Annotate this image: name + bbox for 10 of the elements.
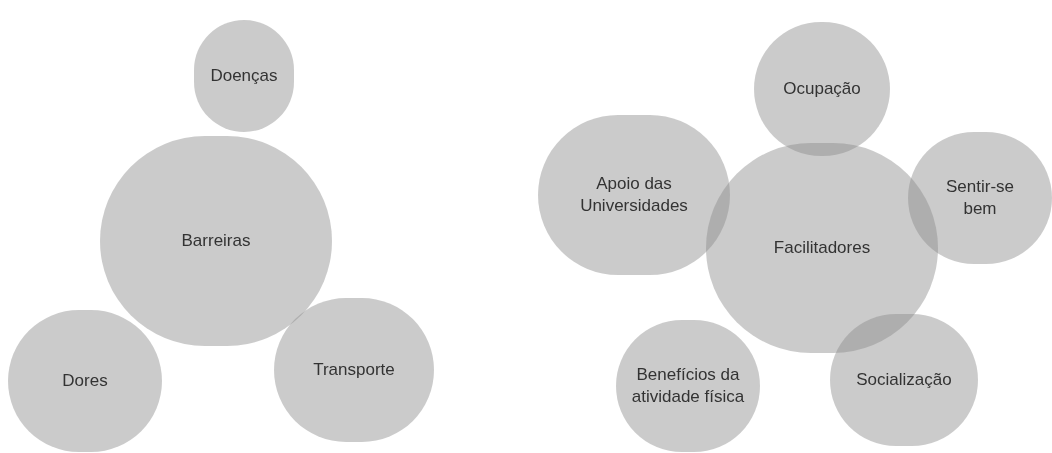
topic-label: Benefícios da atividade física [630,363,746,408]
topic-label: Dores [62,369,108,392]
topic-label: Socialização [856,368,952,391]
topic-label: Doenças [210,64,278,87]
topic-label: Barreiras [181,229,251,252]
topic-label: Transporte [313,358,395,381]
topic-label: Ocupação [783,77,861,100]
topic-label: Facilitadores [773,236,871,259]
topic-label: Apoio das Universidades [579,172,689,217]
topic-label: Sentir-se bem [945,175,1015,220]
